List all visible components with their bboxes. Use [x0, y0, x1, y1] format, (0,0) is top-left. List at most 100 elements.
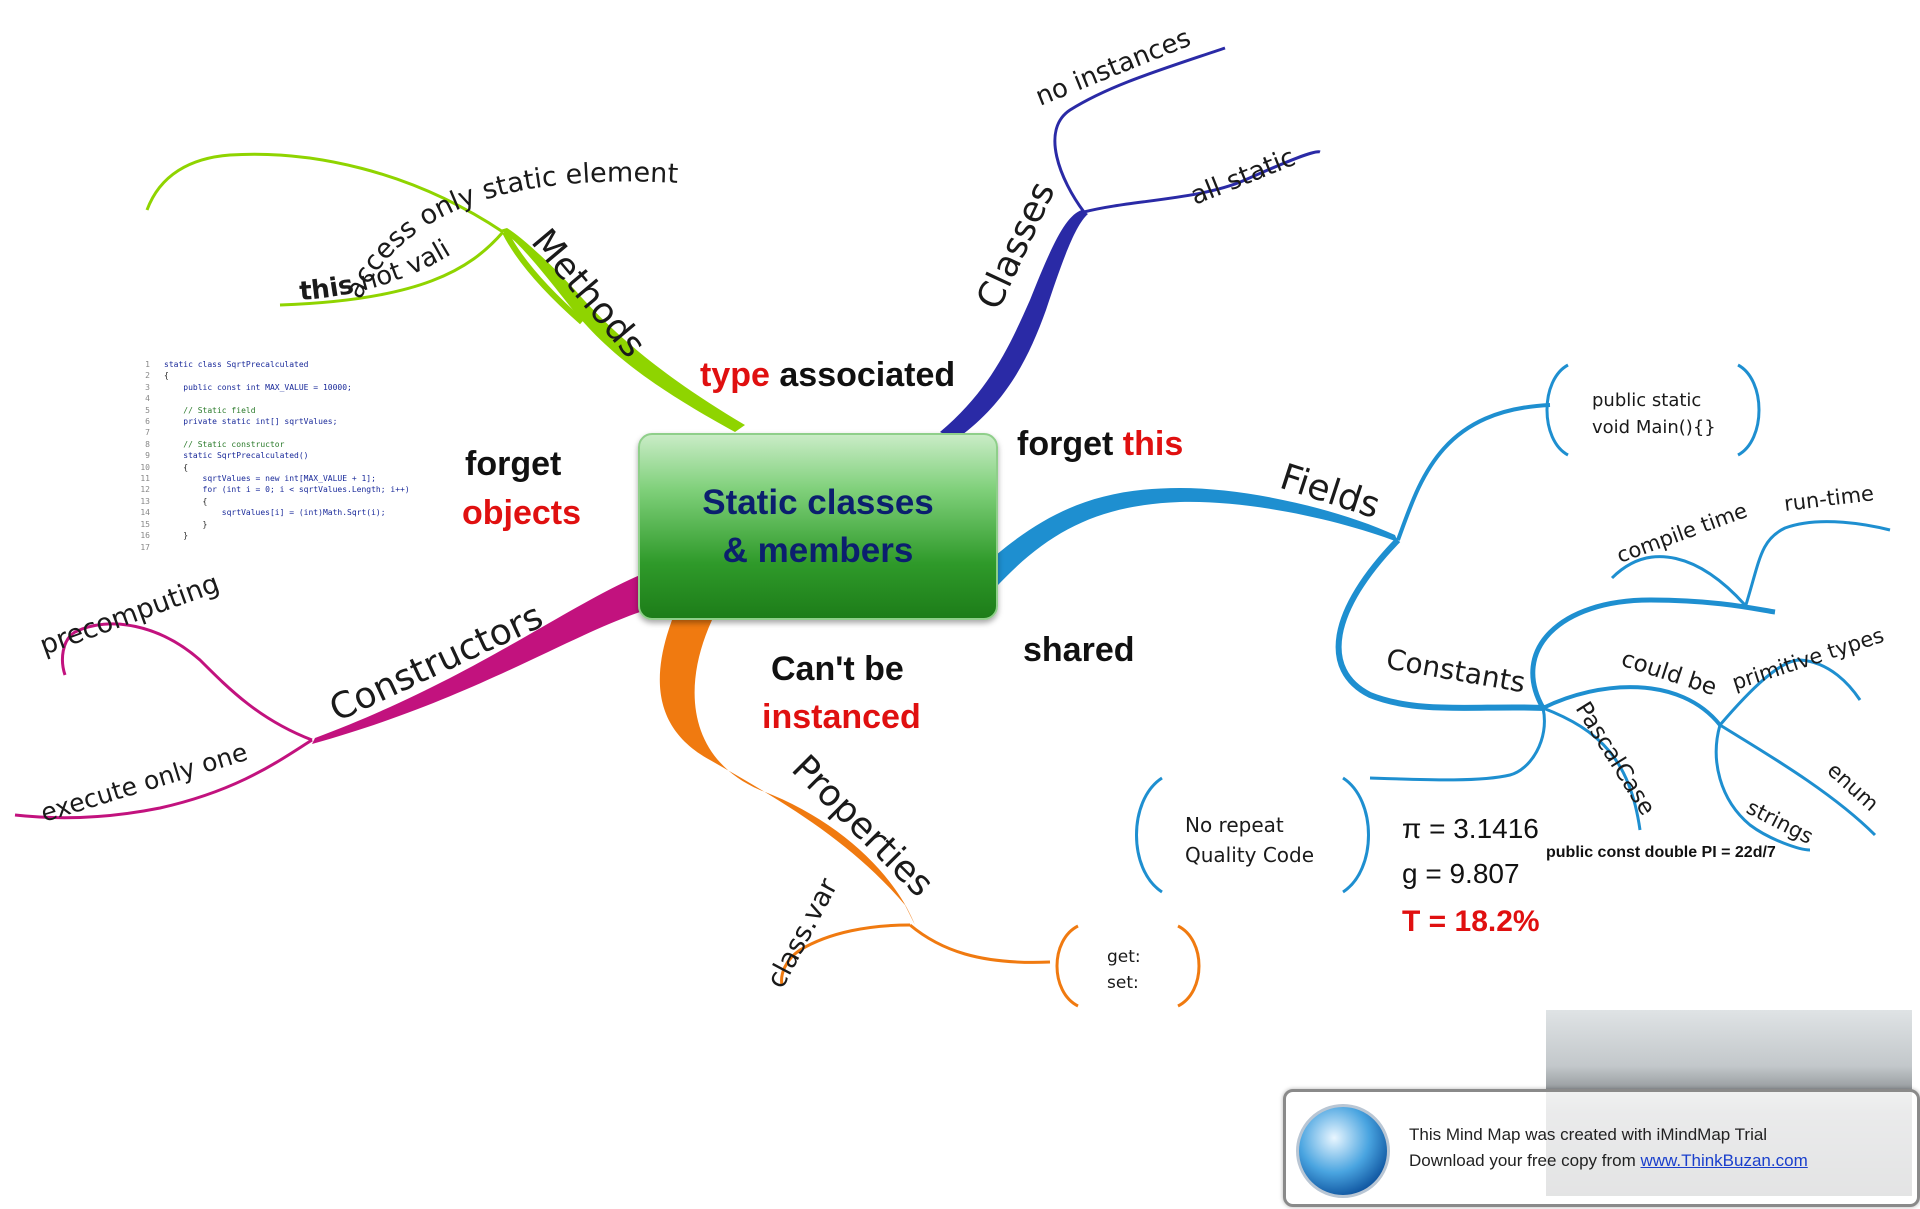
precomputing-label: precomputing: [36, 568, 224, 662]
class-var-label: class.var: [761, 873, 845, 994]
main-box-right-bracket: [1737, 363, 1761, 457]
code-line: 5 // Static field: [136, 405, 446, 416]
code-text: static class SqrtPrecalculated: [164, 360, 309, 369]
g-value: g = 9.807: [1402, 858, 1520, 889]
code-text: }: [164, 519, 208, 529]
line-number: 12: [140, 485, 150, 495]
code-line: 2{: [136, 370, 446, 381]
code-line: 3 public const int MAX_VALUE = 10000;: [136, 382, 446, 393]
getset-left-bracket: [1055, 924, 1079, 1008]
line-number: 15: [140, 519, 150, 529]
code-text: static SqrtPrecalculated(): [164, 451, 309, 461]
code-text: for (int i = 0; i < sqrtValues.Length; i…: [164, 485, 410, 495]
code-line: 4: [136, 393, 446, 404]
execute-label: execute only one: [37, 737, 251, 827]
main-box-line1: public static: [1592, 390, 1701, 411]
line-number: 10: [140, 462, 150, 472]
code-line: 1 static class SqrtPrecalculated: [136, 359, 446, 370]
getset-right-bracket: [1177, 924, 1201, 1008]
code-line: 15 }: [136, 519, 446, 530]
code-line: 10 {: [136, 462, 446, 473]
line-number: 13: [140, 496, 150, 506]
code-text: // Static constructor: [164, 439, 285, 449]
norepeat-line1: No repeat: [1185, 813, 1284, 837]
strings-line: [1714, 724, 1811, 852]
pascal-line: [1542, 706, 1642, 831]
code-line: 11 sqrtValues = new int[MAX_VALUE + 1];: [136, 473, 446, 484]
code-line: 9 static SqrtPrecalculated(): [136, 450, 446, 461]
get-label: get:: [1107, 947, 1141, 967]
code-line: 13 {: [136, 496, 446, 507]
primitive-label: primitive types: [1729, 623, 1887, 695]
line-number: 8: [145, 439, 150, 449]
line-number: 9: [145, 451, 150, 461]
line-number: 11: [140, 474, 150, 484]
t-value: T = 18.2%: [1402, 905, 1540, 938]
code-text: {: [164, 371, 169, 381]
trial-line2: Download your free copy from www.ThinkBu…: [1409, 1151, 1808, 1171]
code-line: 8 // Static constructor: [136, 439, 446, 450]
primitive-line: [1718, 658, 1862, 726]
pi-value: π = 3.1416: [1402, 813, 1539, 844]
note-type-associated: type associated: [700, 356, 955, 394]
line-number: 5: [145, 405, 150, 415]
this-line: [279, 231, 505, 307]
constants-to-norepeat: [1369, 707, 1546, 782]
constants-line: [1335, 537, 1546, 711]
compile-arc: [1610, 555, 1747, 607]
code-line: 6 private static int[] sqrtValues;: [136, 416, 446, 427]
main-box-line2: void Main(){}: [1592, 417, 1716, 438]
classes-branch: [940, 210, 1088, 440]
code-text: public const int MAX_VALUE = 10000;: [164, 382, 352, 392]
execute-line: [14, 738, 313, 820]
line-number: 1: [145, 360, 150, 369]
code-line: 7: [136, 427, 446, 438]
central-topic[interactable]: Static classes & members: [638, 433, 998, 620]
methods-trunk: [502, 230, 584, 325]
trial-line1: This Mind Map was created with iMindMap …: [1409, 1125, 1768, 1144]
enum-line: [1719, 723, 1877, 837]
line-number: 2: [145, 371, 150, 381]
code-text: private static int[] sqrtValues;: [164, 417, 338, 427]
const-example: public const double PI = 22d/7: [1546, 844, 1776, 861]
code-text: sqrtValues[i] = (int)Math.Sqrt(i);: [164, 508, 386, 518]
note-cant-be: Can't be: [771, 650, 904, 688]
norepeat-right-bracket: [1342, 776, 1370, 894]
imindmap-logo-icon: [1296, 1104, 1390, 1198]
methods-label: Methods: [523, 221, 653, 365]
run-time-line: [1743, 520, 1891, 609]
code-line: 16 }: [136, 530, 446, 541]
fields-branch: [996, 488, 1398, 585]
note-forget: forget: [465, 445, 561, 483]
precomputing-line: [61, 622, 313, 742]
code-text: // Static field: [164, 405, 256, 415]
note-instanced: instanced: [762, 698, 921, 736]
line-number: 7: [145, 428, 150, 438]
code-line: 17: [136, 542, 446, 553]
compile-time-line: [1530, 597, 1776, 710]
line-number: 4: [145, 394, 150, 404]
line-number: 6: [145, 417, 150, 427]
methods-branch: [500, 228, 745, 432]
code-line: 14 sqrtValues[i] = (int)Math.Sqrt(i);: [136, 507, 446, 518]
constants-label: Constants: [1384, 642, 1528, 699]
line-number: 3: [145, 382, 150, 392]
note-forget-this: forget this: [1017, 425, 1183, 463]
central-title: Static classes & members: [702, 482, 934, 570]
class-var-line: [780, 923, 911, 986]
all-static-line: [1083, 150, 1321, 214]
main-box-left-bracket: [1545, 363, 1569, 457]
norepeat-line2: Quality Code: [1185, 843, 1314, 867]
set-label: set:: [1107, 973, 1139, 993]
could-be-line: [1542, 685, 1722, 727]
thinkbuzan-link[interactable]: www.ThinkBuzan.com: [1640, 1151, 1808, 1170]
properties-label: Properties: [784, 747, 942, 905]
no-instances-line: [1053, 46, 1226, 213]
code-line: 12 for (int i = 0; i < sqrtValues.Length…: [136, 484, 446, 495]
trial-banner: This Mind Map was created with iMindMap …: [1283, 1089, 1920, 1207]
pascal-label: PascalCase: [1570, 697, 1660, 820]
code-text: }: [164, 531, 189, 541]
norepeat-left-bracket: [1135, 776, 1163, 894]
